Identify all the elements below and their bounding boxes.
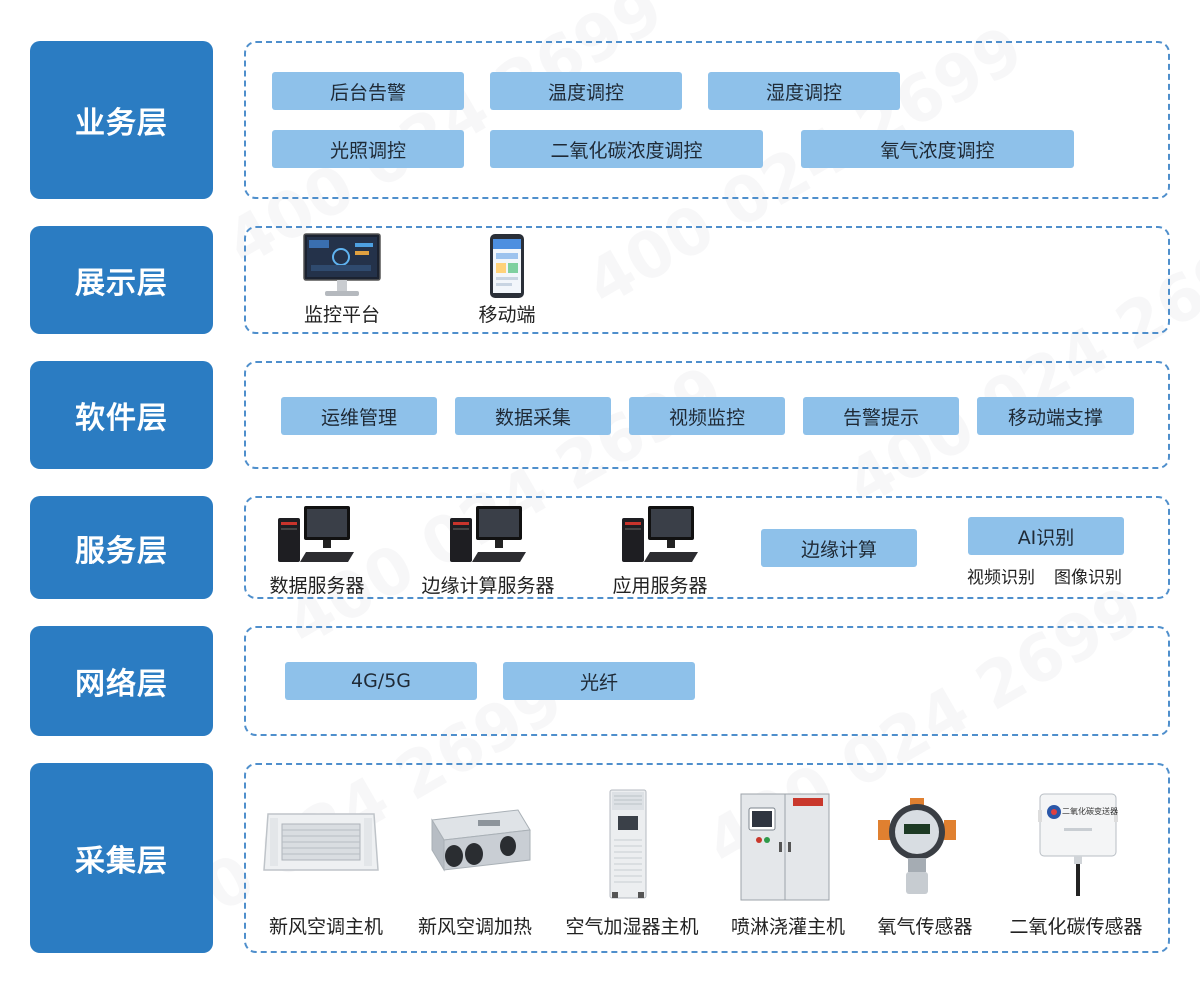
- business-chip: 氧气浓度调控: [801, 130, 1074, 168]
- business-chip: 湿度调控: [708, 72, 900, 110]
- layer-label-service: 服务层: [30, 496, 213, 599]
- panel-network: [244, 626, 1170, 736]
- co2-sensor-icon: [1038, 793, 1118, 896]
- layer-label-collection: 采集层: [30, 763, 213, 953]
- server-caption: 数据服务器: [269, 575, 365, 597]
- panel-business: [244, 41, 1170, 199]
- server-caption: 边缘计算服务器: [421, 575, 555, 597]
- collection-caption: 空气加湿器主机: [565, 916, 699, 938]
- ai-recognition-chip: AI识别: [968, 517, 1124, 555]
- panel-service: [244, 496, 1170, 599]
- layer-label-network: 网络层: [30, 626, 213, 736]
- software-chip: 运维管理: [281, 397, 437, 435]
- mobile-phone-icon: [490, 234, 524, 298]
- air-humidifier-icon: [609, 789, 647, 899]
- collection-caption: 新风空调加热: [417, 916, 532, 938]
- business-chip: 后台告警: [272, 72, 464, 110]
- software-chip: 告警提示: [803, 397, 959, 435]
- server-computer-icon: [450, 506, 526, 562]
- collection-caption: 新风空调主机: [268, 916, 383, 938]
- panel-software: [244, 361, 1170, 469]
- business-chip: 二氧化碳浓度调控: [490, 130, 763, 168]
- business-chip: 光照调控: [272, 130, 464, 168]
- collection-caption: 氧气传感器: [877, 916, 973, 938]
- server-computer-icon: [622, 506, 698, 562]
- collection-caption: 二氧化碳传感器: [1009, 916, 1143, 938]
- monitor-icon: [303, 233, 381, 296]
- server-computer-icon: [278, 506, 354, 562]
- layer-label-business: 业务层: [30, 41, 213, 199]
- layer-label-software: 软件层: [30, 361, 213, 469]
- business-chip: 温度调控: [490, 72, 682, 110]
- panel-collection: [244, 763, 1170, 953]
- ai-sub-image: 图像识别: [1054, 568, 1122, 588]
- network-chip: 光纤: [503, 662, 695, 700]
- display-caption: 移动端: [478, 304, 536, 326]
- edge-computing-chip: 边缘计算: [761, 529, 917, 567]
- network-chip: 4G/5G: [285, 662, 477, 700]
- display-caption: 监控平台: [303, 304, 380, 326]
- irrigation-control-cabinet-icon: [740, 793, 830, 901]
- ai-sub-video: 视频识别: [967, 568, 1035, 588]
- oxygen-sensor-icon: [878, 798, 956, 894]
- layer-label-display: 展示层: [30, 226, 213, 334]
- panel-display: [244, 226, 1170, 334]
- software-chip: 数据采集: [455, 397, 611, 435]
- collection-caption: 喷淋浇灌主机: [730, 916, 845, 938]
- software-chip: 移动端支撑: [977, 397, 1134, 435]
- server-caption: 应用服务器: [612, 575, 708, 597]
- ceiling-ac-unit-icon: [263, 813, 379, 871]
- software-chip: 视频监控: [629, 397, 785, 435]
- fresh-air-unit-icon: [431, 809, 531, 872]
- co2-sensor-label: 二氧化碳变送器: [1062, 807, 1118, 816]
